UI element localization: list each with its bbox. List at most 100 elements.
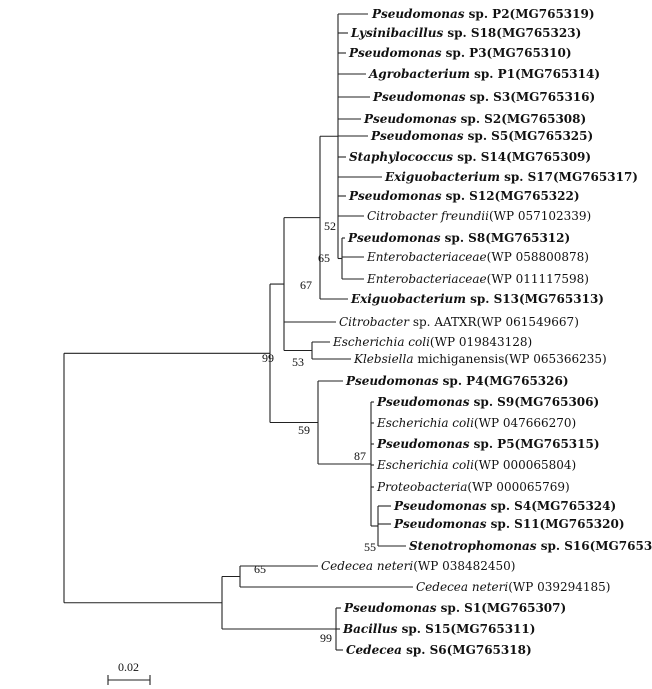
taxon-genus: Pseudomonas [347,231,441,245]
taxon-accession: sp. S15(MG765311) [397,622,535,636]
taxon-accession: sp. S3(MG765316) [466,90,596,104]
taxon-genus: Citrobacter freundii [367,209,489,223]
taxon-genus: Enterobacteriaceae [366,272,487,286]
taxon-label: Pseudomonas sp. S11(MG765320) [393,517,625,531]
taxon-label: Pseudomonas sp. S9(MG765306) [376,395,599,409]
taxon-label: Citrobacter freundii(WP 057102339) [367,209,591,223]
taxon-genus: Proteobacteria [376,480,467,494]
taxon-accession: sp. P2(MG765319) [465,7,595,21]
taxon-accession: (WP 019843128) [430,335,532,349]
taxon-accession: sp. S8(MG765312) [441,231,571,245]
taxon-accession: sp. S2(MG765308) [457,112,587,126]
taxon-genus: Cedecea [346,643,402,657]
taxon-label: Pseudomonas sp. P5(MG765315) [376,437,600,451]
taxon-accession: (WP 047666270) [474,416,576,430]
taxon-accession: sp. P3(MG765310) [442,46,572,60]
taxon-accession: (WP 057102339) [489,209,591,223]
taxon-label: Pseudomonas sp. S8(MG765312) [347,231,570,245]
taxon-label: Enterobacteriaceae(WP 058800878) [366,250,589,264]
taxon-genus: Pseudomonas [376,437,470,451]
taxon-genus: Escherichia coli [376,458,474,472]
bootstrap-value: 99 [320,631,332,645]
taxon-label: Pseudomonas sp. P4(MG765326) [345,374,569,388]
taxon-accession: (WP 011117598) [487,272,589,286]
taxon-genus: Pseudomonas [372,90,466,104]
taxon-label: Pseudomonas sp. S12(MG765322) [348,189,580,203]
taxon-label: Escherichia coli(WP 019843128) [332,335,532,349]
bootstrap-value: 65 [318,251,330,265]
taxon-genus: Staphylococcus [349,150,453,164]
taxon-genus: Pseudomonas [348,46,442,60]
taxon-label: Exiguobacterium sp. S13(MG765313) [350,292,604,306]
taxon-label: Agrobacterium sp. P1(MG765314) [368,67,600,81]
taxon-accession: (WP 038482450) [413,559,515,573]
taxon-accession: sp. S1(MG765307) [437,601,567,615]
taxon-accession: sp. AATXR(WP 061549667) [409,315,579,329]
taxon-accession: sp. S13(MG765313) [466,292,604,306]
taxon-accession: sp. S16(MG765321) [537,539,652,553]
taxon-label: Pseudomonas sp. P2(MG765319) [371,7,595,21]
taxon-label: Pseudomonas sp. S3(MG765316) [372,90,595,104]
bootstrap-value: 59 [298,423,310,437]
taxon-label: Bacillus sp. S15(MG765311) [342,622,535,636]
taxon-genus: Pseudomonas [376,395,470,409]
taxon-genus: Agrobacterium [368,67,470,81]
taxon-accession: (WP 039294185) [508,580,610,594]
taxon-label: Proteobacteria(WP 000065769) [376,480,570,494]
taxon-label: Pseudomonas sp. S2(MG765308) [363,112,586,126]
taxon-label: Staphylococcus sp. S14(MG765309) [349,150,591,164]
taxon-accession: sp. S5(MG765325) [464,129,594,143]
taxon-label: Stenotrophomonas sp. S16(MG765321) [409,539,652,553]
taxon-genus: Pseudomonas [371,7,465,21]
taxon-accession: (WP 000065769) [467,480,569,494]
taxon-genus: Pseudomonas [348,189,442,203]
taxon-genus: Escherichia coli [332,335,430,349]
taxon-accession: sp. P1(MG765314) [470,67,600,81]
taxon-label: Escherichia coli(WP 047666270) [376,416,576,430]
bootstrap-value: 52 [324,219,336,233]
taxon-genus: Exiguobacterium [384,170,500,184]
taxon-genus: Pseudomonas [363,112,457,126]
taxon-genus: Pseudomonas [345,374,439,388]
tree-branches [63,13,413,651]
taxon-accession: sp. P4(MG765326) [439,374,569,388]
taxon-label: Pseudomonas sp. S5(MG765325) [370,129,593,143]
taxon-label: Lysinibacillus sp. S18(MG765323) [350,26,581,40]
taxon-genus: Cedecea neteri [321,559,413,573]
scale-bar: 0.02 [107,660,151,685]
scale-bar-label: 0.02 [118,660,139,674]
taxon-accession: (WP 000065804) [474,458,576,472]
taxon-label: Cedecea neteri(WP 038482450) [321,559,516,573]
taxon-label: Klebsiella michiganensis(WP 065366235) [353,352,607,366]
taxon-genus: Enterobacteriaceae [366,250,487,264]
bootstrap-value: 53 [292,355,304,369]
bootstrap-value: 67 [300,278,312,292]
taxon-accession: sp. S18(MG765323) [443,26,581,40]
taxon-accession: sp. S4(MG765324) [487,499,617,513]
taxon-label: Escherichia coli(WP 000065804) [376,458,576,472]
taxon-genus: Citrobacter [339,315,410,329]
taxon-accession: sp. S9(MG765306) [470,395,600,409]
taxon-genus: Escherichia coli [376,416,474,430]
bootstrap-value: 55 [364,540,376,554]
taxon-label: Cedecea neteri(WP 039294185) [416,580,611,594]
taxon-genus: Exiguobacterium [350,292,466,306]
bootstrap-value: 87 [354,449,366,463]
taxon-accession: (WP 058800878) [487,250,589,264]
taxon-accession: sp. S11(MG765320) [487,517,625,531]
taxon-genus: Pseudomonas [393,517,487,531]
bootstrap-value: 65 [254,562,266,576]
bootstrap-value: 99 [262,351,274,365]
taxon-accession: sp. S14(MG765309) [453,150,591,164]
taxon-label: Pseudomonas sp. S1(MG765307) [343,601,566,615]
taxon-accession: sp. S6(MG765318) [402,643,532,657]
taxon-accession: sp. P5(MG765315) [470,437,600,451]
bootstrap-values: 99 67 65 52 53 59 87 55 65 99 [254,219,376,645]
taxon-genus: Lysinibacillus [350,26,443,40]
taxon-label: Pseudomonas sp. P3(MG765310) [348,46,572,60]
taxon-label: Enterobacteriaceae(WP 011117598) [366,272,589,286]
taxon-accession: sp. S17(MG765317) [500,170,638,184]
taxon-genus: Stenotrophomonas [409,539,537,553]
taxon-labels: Pseudomonas sp. P2(MG765319) Lysinibacill… [321,7,652,657]
